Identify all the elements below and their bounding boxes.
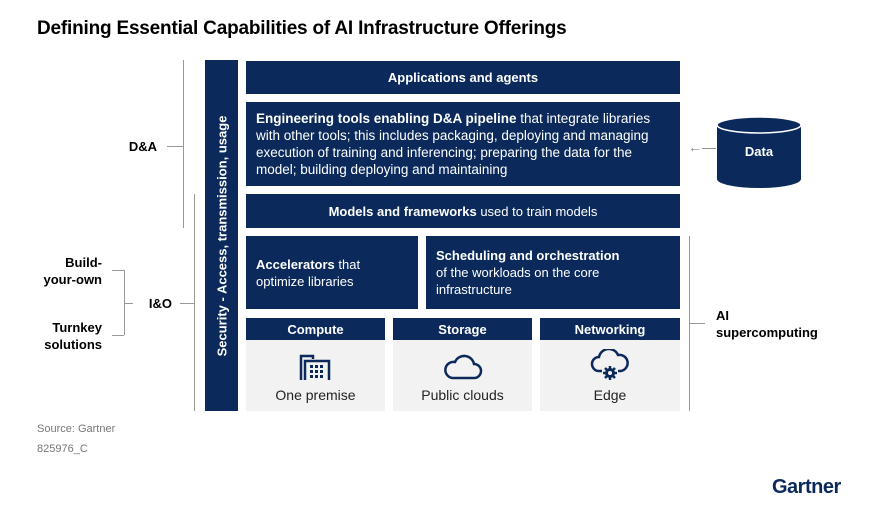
cloud-gear-icon — [590, 349, 629, 380]
io-bracket — [194, 194, 195, 411]
data-cylinder: Data — [716, 116, 802, 188]
layer-applications: Applications and agents — [246, 61, 680, 94]
build-tick — [112, 270, 124, 271]
da-bracket — [183, 60, 184, 228]
layer-models: Models and frameworks used to train mode… — [246, 194, 680, 228]
database-icon — [716, 116, 802, 188]
storage-label: Storage — [438, 321, 487, 337]
security-bar: Security - Access, transmission, usage — [205, 60, 238, 411]
accelerators-text: that optimize libraries — [256, 256, 361, 289]
engineering-text: that integrate libraries with other tool… — [256, 111, 651, 177]
networking-label: Networking — [574, 321, 646, 337]
layer-engineering: Engineering tools enabling D&A pipeline … — [246, 102, 680, 186]
document-id: 825976_C — [37, 443, 88, 455]
models-text: used to train models — [476, 203, 598, 219]
storage-header: Storage — [393, 318, 532, 340]
compute-label: Compute — [287, 321, 344, 337]
source-note: Source: Gartner — [37, 423, 116, 435]
building-icon — [299, 354, 330, 380]
io-label: I&O — [148, 296, 172, 311]
networking-label-text: Edge — [593, 387, 627, 403]
applications-label: Applications and agents — [387, 70, 539, 85]
da-label: D&A — [128, 139, 157, 154]
turnkey-label: Turnkey solutions — [44, 320, 102, 352]
models-bold: Models and frameworks — [328, 203, 477, 219]
accelerators-bold: Accelerators — [256, 256, 335, 272]
option-tick — [124, 303, 133, 304]
gartner-logo: Gartner — [772, 476, 841, 498]
turnkey-tick — [112, 335, 124, 336]
scheduling-bold: Scheduling and orchestration — [436, 248, 620, 263]
option-bracket — [124, 270, 125, 335]
build-label: Build- your-own — [43, 255, 103, 287]
da-tick — [167, 146, 183, 147]
cloud-icon — [443, 354, 482, 380]
security-label: Security - Access, transmission, usage — [214, 115, 229, 356]
layer-scheduling: Scheduling and orchestration of the workl… — [426, 236, 680, 309]
storage-box: Public clouds — [393, 340, 532, 411]
layer-accelerators: Accelerators that optimize libraries — [246, 236, 418, 309]
ai-label: AI supercomputing — [716, 308, 818, 340]
ai-tick — [689, 323, 705, 324]
arrow-left-icon: ←— — [688, 139, 716, 155]
compute-label-text: One premise — [275, 387, 356, 403]
data-label: Data — [744, 144, 774, 159]
page-title: Defining Essential Capabilities of AI In… — [37, 18, 567, 39]
scheduling-text: of the workloads on the core infrastruct… — [436, 265, 600, 297]
networking-header: Networking — [540, 318, 680, 340]
networking-box: Edge — [540, 340, 680, 411]
io-tick — [180, 303, 194, 304]
storage-label-text: Public clouds — [421, 387, 504, 403]
compute-box: One premise — [246, 340, 385, 411]
compute-header: Compute — [246, 318, 385, 340]
engineering-bold: Engineering tools enabling D&A pipeline — [256, 111, 517, 126]
